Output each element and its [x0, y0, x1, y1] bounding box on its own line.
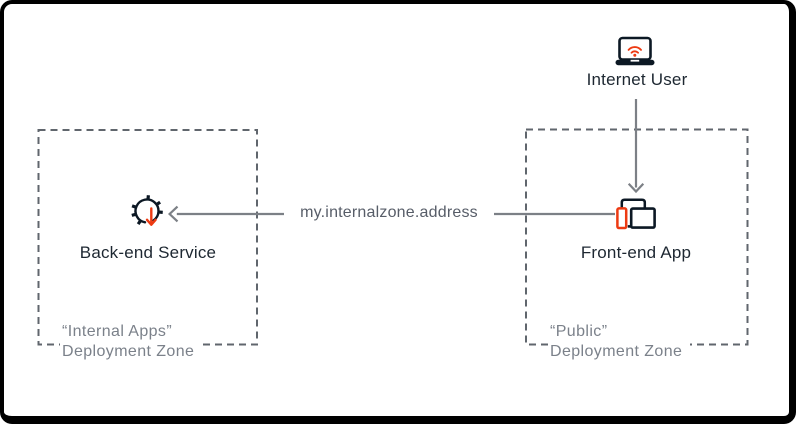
internet-user-label: Internet User: [586, 70, 688, 89]
service-gear-icon: [131, 195, 163, 226]
public-zone-name: “Public”: [550, 323, 608, 340]
devices-icon: [616, 198, 656, 230]
internal-zone-subtitle: Deployment Zone: [62, 342, 195, 360]
front-end-app-label: Front-end App: [580, 243, 692, 262]
laptop-wifi-icon: [615, 36, 655, 66]
arrow-left-connector: [167, 205, 615, 223]
internal-address-label: my.internalzone.address: [284, 204, 494, 222]
public-zone-label: “Public” Deployment Zone: [548, 321, 691, 362]
internal-zone-border: [37, 129, 258, 346]
arrow-down-connector: [627, 99, 645, 194]
public-zone-subtitle: Deployment Zone: [550, 342, 683, 360]
internal-zone-label: “Internal Apps” Deployment Zone: [60, 321, 203, 362]
internal-zone-name: “Internal Apps”: [62, 323, 173, 340]
back-end-service-label: Back-end Service: [79, 243, 217, 262]
